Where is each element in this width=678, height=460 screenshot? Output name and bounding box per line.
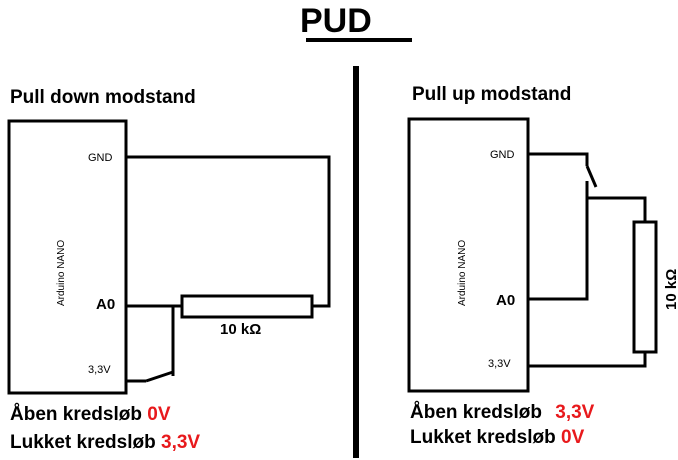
left-closed-value: 3,3V [161,432,201,453]
right-pin-gnd: GND [490,149,515,161]
left-open-value: 0V [147,404,171,425]
right-switch-blade [585,165,598,188]
left-pin-a0: A0 [96,296,116,313]
page-title: PUD [300,2,372,40]
right-open-label: Åben kredsløb [410,402,542,423]
right-open-row: Åben kredsløb 3,3V [410,402,594,424]
left-resistor-label: 10 kΩ [220,321,261,338]
right-pin-a0: A0 [496,292,516,309]
left-switch-blade [145,370,174,383]
left-arduino-board [7,119,128,395]
right-resistor-label: 10 kΩ [663,269,678,310]
left-heading: Pull down modstand [10,87,196,108]
right-closed-label: Lukket kredsløb [410,427,556,448]
left-resistor [180,294,314,319]
left-pin-3v3: 3,3V [88,364,111,376]
left-gnd-wire [126,155,331,308]
pull-up-circuit [407,117,658,393]
right-open-value: 3,3V [555,402,595,423]
left-closed-label: Lukket kredsløb [10,432,156,453]
right-resistor-top-wire [587,196,647,222]
center-divider [353,66,359,458]
right-resistor [632,220,658,354]
right-arduino-board [407,117,530,393]
right-board-label: Arduino NANO [457,240,468,306]
left-open-row: Åben kredsløb 0V [10,404,171,426]
left-pin-gnd: GND [88,152,113,164]
left-board-label: Arduino NANO [56,240,67,306]
left-closed-row: Lukket kredsløb 3,3V [10,432,200,454]
right-gnd-wire [528,152,589,166]
title-underline [306,38,412,42]
right-closed-value: 0V [561,427,585,448]
right-heading: Pull up modstand [412,84,572,105]
right-closed-row: Lukket kredsløb 0V [410,427,584,449]
left-open-label: Åben kredsløb [10,404,142,425]
right-pin-3v3: 3,3V [488,358,511,370]
right-3v3-wire [528,352,647,368]
right-a0-wire [528,181,589,301]
pull-down-circuit [7,119,331,395]
